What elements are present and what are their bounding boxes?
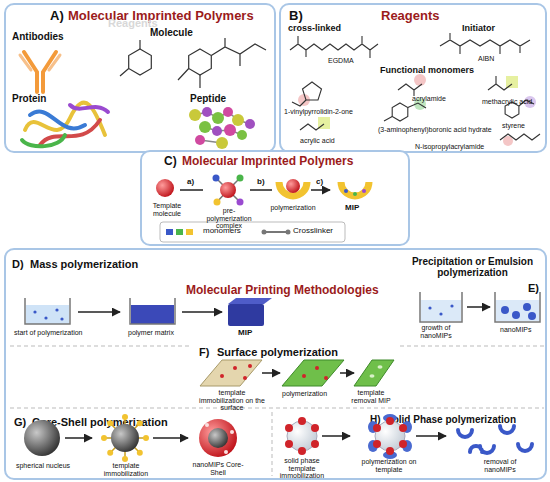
subpanel-title: Core-Shell polymerization	[32, 416, 168, 428]
subpanel-title: Surface polymerization	[217, 346, 338, 358]
subpanel-g: G) Core-Shell polymerization	[8, 410, 270, 478]
panel-methods: Molecular Printing Methodologies D) Mass p…	[4, 248, 547, 480]
panel-letter: G)	[14, 416, 26, 428]
solid-phase-art	[285, 414, 532, 459]
reagent-highlights	[298, 74, 536, 146]
panel-title: Molecular Imprinted Polymers	[68, 9, 254, 23]
panel-letter: B)	[289, 9, 303, 23]
subpanel-title: Mass polymerization	[30, 258, 138, 270]
panel-letter: D)	[12, 258, 24, 270]
mass-polymerization-art	[25, 298, 272, 326]
panel-letter: H)	[370, 414, 381, 425]
antibody-icon	[20, 52, 60, 92]
panel-b: B) Reagents	[279, 3, 547, 153]
subpanel-title: Solid Phase polymerization	[386, 414, 516, 425]
core-shell-art	[24, 414, 237, 462]
subpanel-h: H) Solid Phase polymerization	[274, 410, 546, 478]
protein-ribbon	[22, 103, 108, 147]
panel-letter: F)	[199, 346, 209, 358]
peptide-balls	[189, 107, 255, 149]
mip-scheme	[156, 175, 369, 243]
panel-letter: E)	[528, 282, 539, 294]
subpanel-d: D) Mass polymerization	[8, 252, 270, 344]
panel-a: A) Molecular Imprinted Polymers	[4, 3, 276, 153]
panel-letter: A)	[50, 9, 64, 23]
surface-polymerization-art	[200, 360, 394, 386]
panel-title: Reagents	[381, 9, 440, 23]
molecule-structure	[120, 38, 266, 88]
chemical-structures	[290, 33, 540, 140]
emulsion-polymerization-art	[420, 292, 540, 322]
subpanel-f: F) Surface polymerization	[195, 344, 395, 406]
panel-c: C) Molecular Imprinted Polymers	[140, 150, 410, 246]
panel-title: Molecular Printing Methodologies	[186, 284, 379, 297]
subpanel-title: Precipitation or Emulsion polymerization	[400, 256, 545, 278]
dashed-separators	[10, 346, 544, 476]
subpanel-e: Precipitation or Emulsion polymerization…	[400, 252, 546, 342]
panel-title: Molecular Imprinted Polymers	[182, 155, 353, 168]
panel-letter: C)	[164, 155, 177, 168]
